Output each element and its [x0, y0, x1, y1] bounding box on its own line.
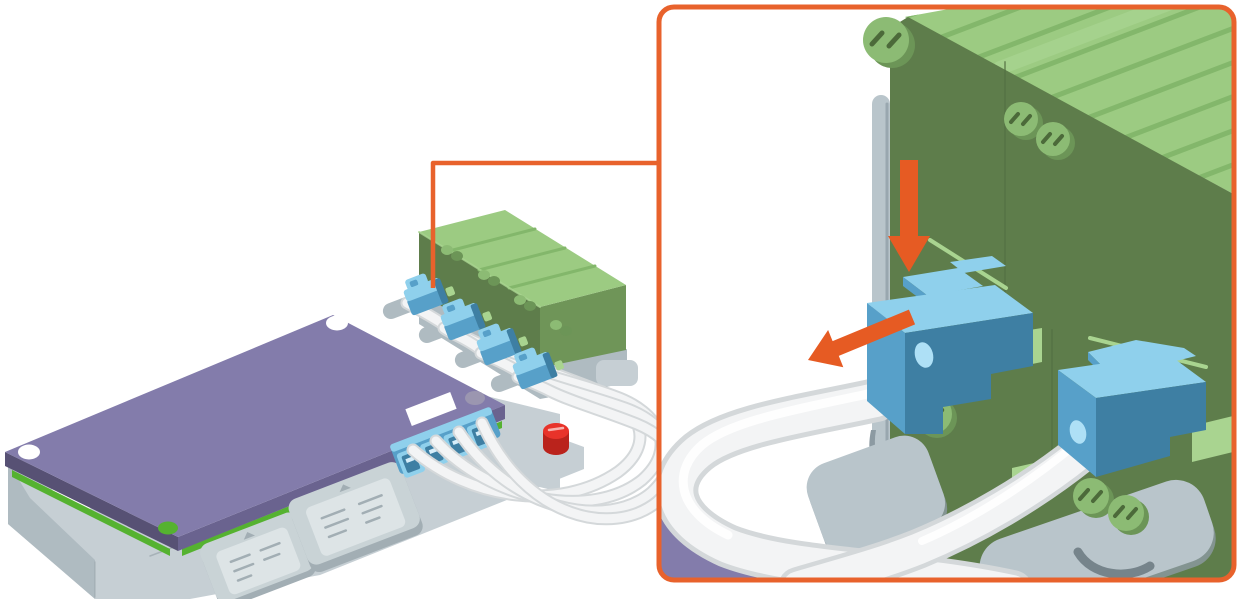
callout-leader-line: [430, 160, 659, 288]
connector-hole: [1069, 420, 1087, 444]
connector-top-face: [1058, 354, 1206, 398]
blue-plug-4: [512, 347, 564, 390]
gray-curl-clip: [1073, 547, 1155, 579]
detail-panel-border: [656, 4, 1237, 583]
ecu-gray-connector-b: [288, 462, 423, 573]
connector-side-face: [905, 313, 1033, 434]
connector-side-face: [1096, 382, 1206, 477]
screw-pair-bottom: [1073, 478, 1149, 535]
module-block-side: [540, 285, 626, 368]
module-hinge-knuckles: [441, 245, 572, 336]
connector-hole: [914, 342, 934, 368]
blue-plug-3: [476, 323, 528, 366]
top-face-ribs: [905, 7, 1235, 180]
module-block-foot: [596, 360, 638, 386]
board-edge-left: [5, 452, 178, 551]
module-divider-lines: [447, 227, 597, 290]
board-label: [405, 391, 457, 427]
screw-pair-top: [1004, 102, 1075, 160]
press-latch-arrow-icon: [888, 160, 930, 272]
cable-bracket-2: [979, 479, 1216, 581]
blue-plug-2: [440, 298, 492, 341]
green-hole-marker: [158, 521, 178, 535]
module-block-base: [419, 292, 627, 399]
pull-connector-arrow-icon: [808, 309, 916, 368]
mount-hole-shaded: [465, 391, 485, 405]
pcb-edge-left: [12, 470, 170, 556]
screw-top-left: [863, 17, 915, 68]
red-cap: [543, 423, 569, 455]
module-top-edge-highlight: [418, 231, 541, 308]
detail-panel-content: [659, 7, 1235, 581]
blue-connector-secondary: [1058, 340, 1206, 477]
board-top: [5, 315, 505, 537]
mount-hole: [326, 315, 348, 331]
ecu-gray-connector-a: [200, 512, 316, 599]
module-blue-plugs: [403, 273, 564, 390]
detail-cable-2: [778, 432, 1102, 581]
tray-left-wall: [8, 462, 95, 599]
detail-panel: [656, 4, 1237, 583]
assembly-overview: [5, 160, 682, 599]
mount-hole: [18, 444, 40, 460]
